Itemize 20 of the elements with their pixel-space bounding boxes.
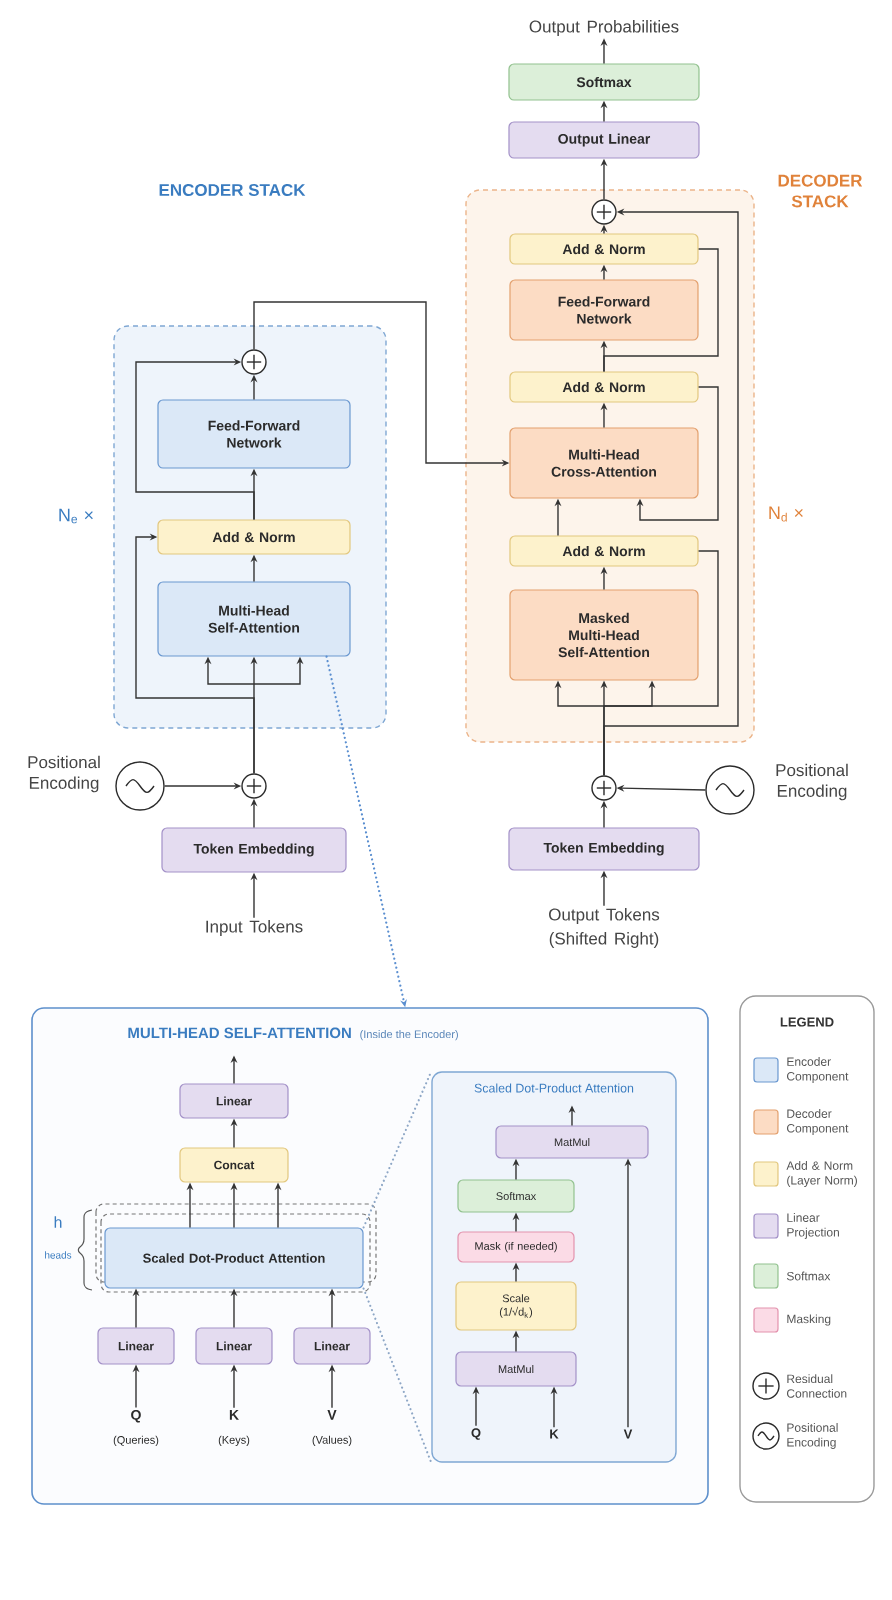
arrow <box>135 533 255 774</box>
plus-circle <box>241 349 267 375</box>
arrow <box>636 386 719 521</box>
stack-heading: DECODER STACK <box>778 174 863 208</box>
text-label: Output Probabilities <box>529 20 679 36</box>
text-label: Input Tokens <box>206 920 303 936</box>
connector-line <box>603 248 719 373</box>
stack-heading: ENCODER STACK <box>159 184 306 197</box>
plus-circle <box>591 199 617 225</box>
plus-circle <box>591 775 617 801</box>
arrow <box>135 358 255 521</box>
dotted-line <box>362 1070 433 1229</box>
plus-circle <box>241 773 267 799</box>
side-label: Positional Encoding <box>776 763 848 801</box>
repeat-label: N$_{d}$ × <box>769 506 803 522</box>
text-label: Output Tokens (Shifted Right) <box>549 908 660 948</box>
repeat-label: N$_{e}$ × <box>59 508 93 524</box>
variable-label: h <box>54 1216 62 1228</box>
side-label: Positional Encoding <box>28 755 100 793</box>
dotted-line <box>362 1287 433 1464</box>
